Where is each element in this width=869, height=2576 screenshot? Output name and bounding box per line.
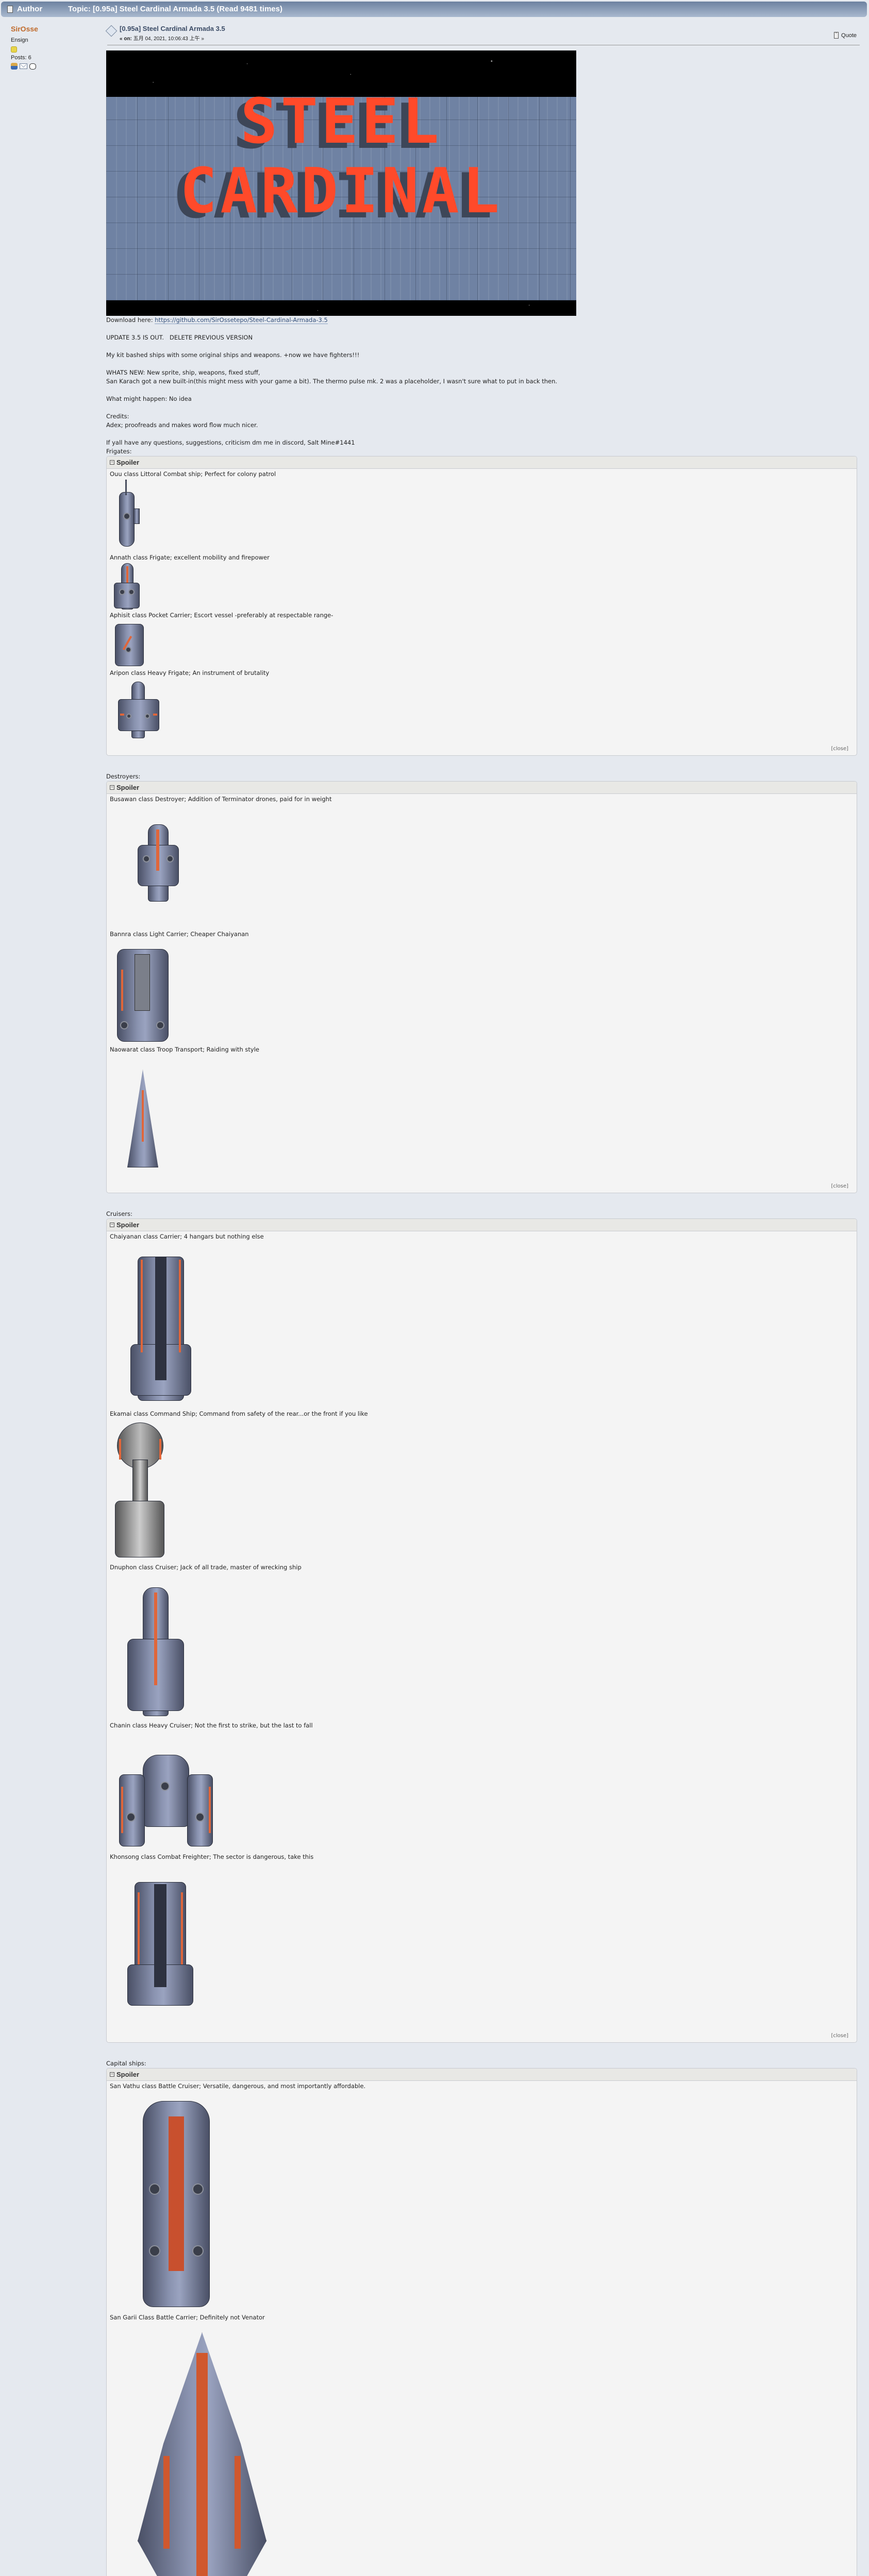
ship-sprite-chanin [112,1730,854,1853]
ship-sprite-san-vathu [112,2091,854,2313]
ship-desc: Aripon class Heavy Frigate; An instrumen… [110,669,270,676]
ship-sprite-aphisit [112,620,854,669]
message-icon [105,25,118,37]
ship-sprite-san-garii [112,2322,854,2576]
whats-new: WHATS NEW: New sprite, ship, weapons, fi… [106,369,260,376]
ship-sprite-annath [112,562,854,611]
ship-sprite-khonsong [112,1861,854,2016]
ship-desc: San Vathu class Battle Cruiser; Versatil… [110,2082,366,2090]
quote-button[interactable]: " Quote [834,32,857,39]
download-label: Download here: [106,316,155,324]
ship-desc: Chaiyanan class Carrier; 4 hangars but n… [110,1233,264,1240]
intro-text: My kit bashed ships with some original s… [106,351,360,359]
ship-desc: Naowarat class Troop Transport; Raiding … [110,1046,259,1053]
ship-sprite-busawan [112,804,854,930]
author-column-header: Author [7,5,42,13]
document-icon [7,5,13,13]
credits-text: Adex; proofreads and makes word flow muc… [106,421,258,429]
post-count: Posts: 6 [11,55,31,61]
quote-label: Quote [841,32,857,39]
credits-label: Credits: [106,413,129,420]
poster-info: SirOsse Ensign Posts: 6 [11,25,98,70]
ship-desc: Ekamai class Command Ship; Command from … [110,1410,368,1417]
email-icon[interactable] [20,63,27,69]
section-label-capital-ships: Capital ships: [106,2060,146,2067]
spoiler-toggle[interactable]: −Spoiler [107,456,857,469]
ship-desc: Dnuphon class Cruiser; Jack of all trade… [110,1564,302,1571]
ship-sprite-chaiyanan [112,1241,854,1410]
post-subject-link[interactable]: [0.95a] Steel Cardinal Armada 3.5 [120,25,225,32]
ship-sprite-bannra [112,939,854,1045]
collapse-icon: − [110,2072,114,2077]
quote-icon: " [834,32,839,39]
spoiler-destroyers: −Spoiler Busawan class Destroyer; Additi… [106,781,857,1193]
ship-desc: Aphisit class Pocket Carrier; Escort ves… [110,612,333,619]
poster-actions [11,63,98,70]
date-prefix: « on: [120,36,132,42]
collapse-icon: − [110,1223,114,1227]
spoiler-close-link[interactable]: [close] [831,2033,848,2039]
spoiler-toggle[interactable]: −Spoiler [107,782,857,794]
collapse-icon: − [110,460,114,465]
post-body: STEEL CARDINAL Download here: https://gi… [106,50,859,2576]
ship-sprite-ouu [112,479,854,553]
san-karach-note: San Karach got a new built-in(this might… [106,378,558,385]
poster-name-link[interactable]: SirOsse [11,25,38,33]
profile-icon[interactable] [11,63,18,70]
section-label-destroyers: Destroyers: [106,773,141,780]
ship-sprite-dnuphon [112,1572,854,1721]
personal-message-icon[interactable] [29,63,36,70]
post-date: « on: 五月 04, 2021, 10:06:43 上午 » [120,34,204,42]
ship-desc: Chanin class Heavy Cruiser; Not the firs… [110,1722,313,1729]
spoiler-close-link[interactable]: [close] [831,746,848,752]
topic-header-bar: Author Topic: [0.95a] Steel Cardinal Arm… [1,2,867,17]
spoiler-frigates: −Spoiler Ouu class Littoral Combat ship;… [106,456,857,756]
ship-desc: Khonsong class Combat Freighter; The sec… [110,1853,314,1860]
ship-desc: Bannra class Light Carrier; Cheaper Chai… [110,930,249,938]
download-link[interactable]: https://github.com/SirOssetepo/Steel-Car… [155,316,328,324]
ship-desc: Ouu class Littoral Combat ship; Perfect … [110,470,276,478]
might-happen: What might happen: No idea [106,395,192,402]
rank-star-icon [11,46,17,53]
contact-text: If yall have any questions, suggestions,… [106,439,355,446]
ship-desc: San Garii Class Battle Carrier; Definite… [110,2314,265,2321]
ship-sprite-naowarat [112,1054,854,1173]
spoiler-capital-ships: −Spoiler San Vathu class Battle Cruiser;… [106,2068,857,2576]
spoiler-toggle[interactable]: −Spoiler [107,2069,857,2081]
ship-desc: Annath class Frigate; excellent mobility… [110,554,270,561]
spoiler-label: Spoiler [116,2071,140,2078]
author-label: Author [17,5,43,13]
collapse-icon: − [110,785,114,790]
download-line: Download here: https://github.com/SirOss… [106,316,859,325]
hull-plate-background [106,97,576,300]
banner-image: STEEL CARDINAL [106,50,576,316]
poster-rank: Ensign [11,37,28,43]
spoiler-label: Spoiler [116,784,140,791]
spoiler-label: Spoiler [116,1221,140,1229]
ship-sprite-aripon [112,677,854,739]
spoiler-toggle[interactable]: −Spoiler [107,1219,857,1231]
post-container: SirOsse Ensign Posts: 6 [0.95a] Steel Ca… [2,20,865,2576]
section-label-frigates: Frigates: [106,448,132,455]
ship-sprite-ekamai [112,1418,854,1563]
banner-title-line2: CARDINAL [180,156,503,227]
banner-title-line1: STEEL [240,86,442,158]
spoiler-close-link[interactable]: [close] [831,1183,848,1189]
update-notice: UPDATE 3.5 IS OUT. DELETE PREVIOUS VERSI… [106,334,253,341]
topic-title: Topic: [0.95a] Steel Cardinal Armada 3.5… [68,5,282,13]
date-value: 五月 04, 2021, 10:06:43 上午 » [131,36,204,42]
ship-desc: Busawan class Destroyer; Addition of Ter… [110,795,332,803]
post-key-info: [0.95a] Steel Cardinal Armada 3.5 « on: … [105,24,860,45]
section-label-cruisers: Cruisers: [106,1210,132,1217]
spoiler-label: Spoiler [116,459,140,466]
spoiler-cruisers: −Spoiler Chaiyanan class Carrier; 4 hang… [106,1218,857,2043]
